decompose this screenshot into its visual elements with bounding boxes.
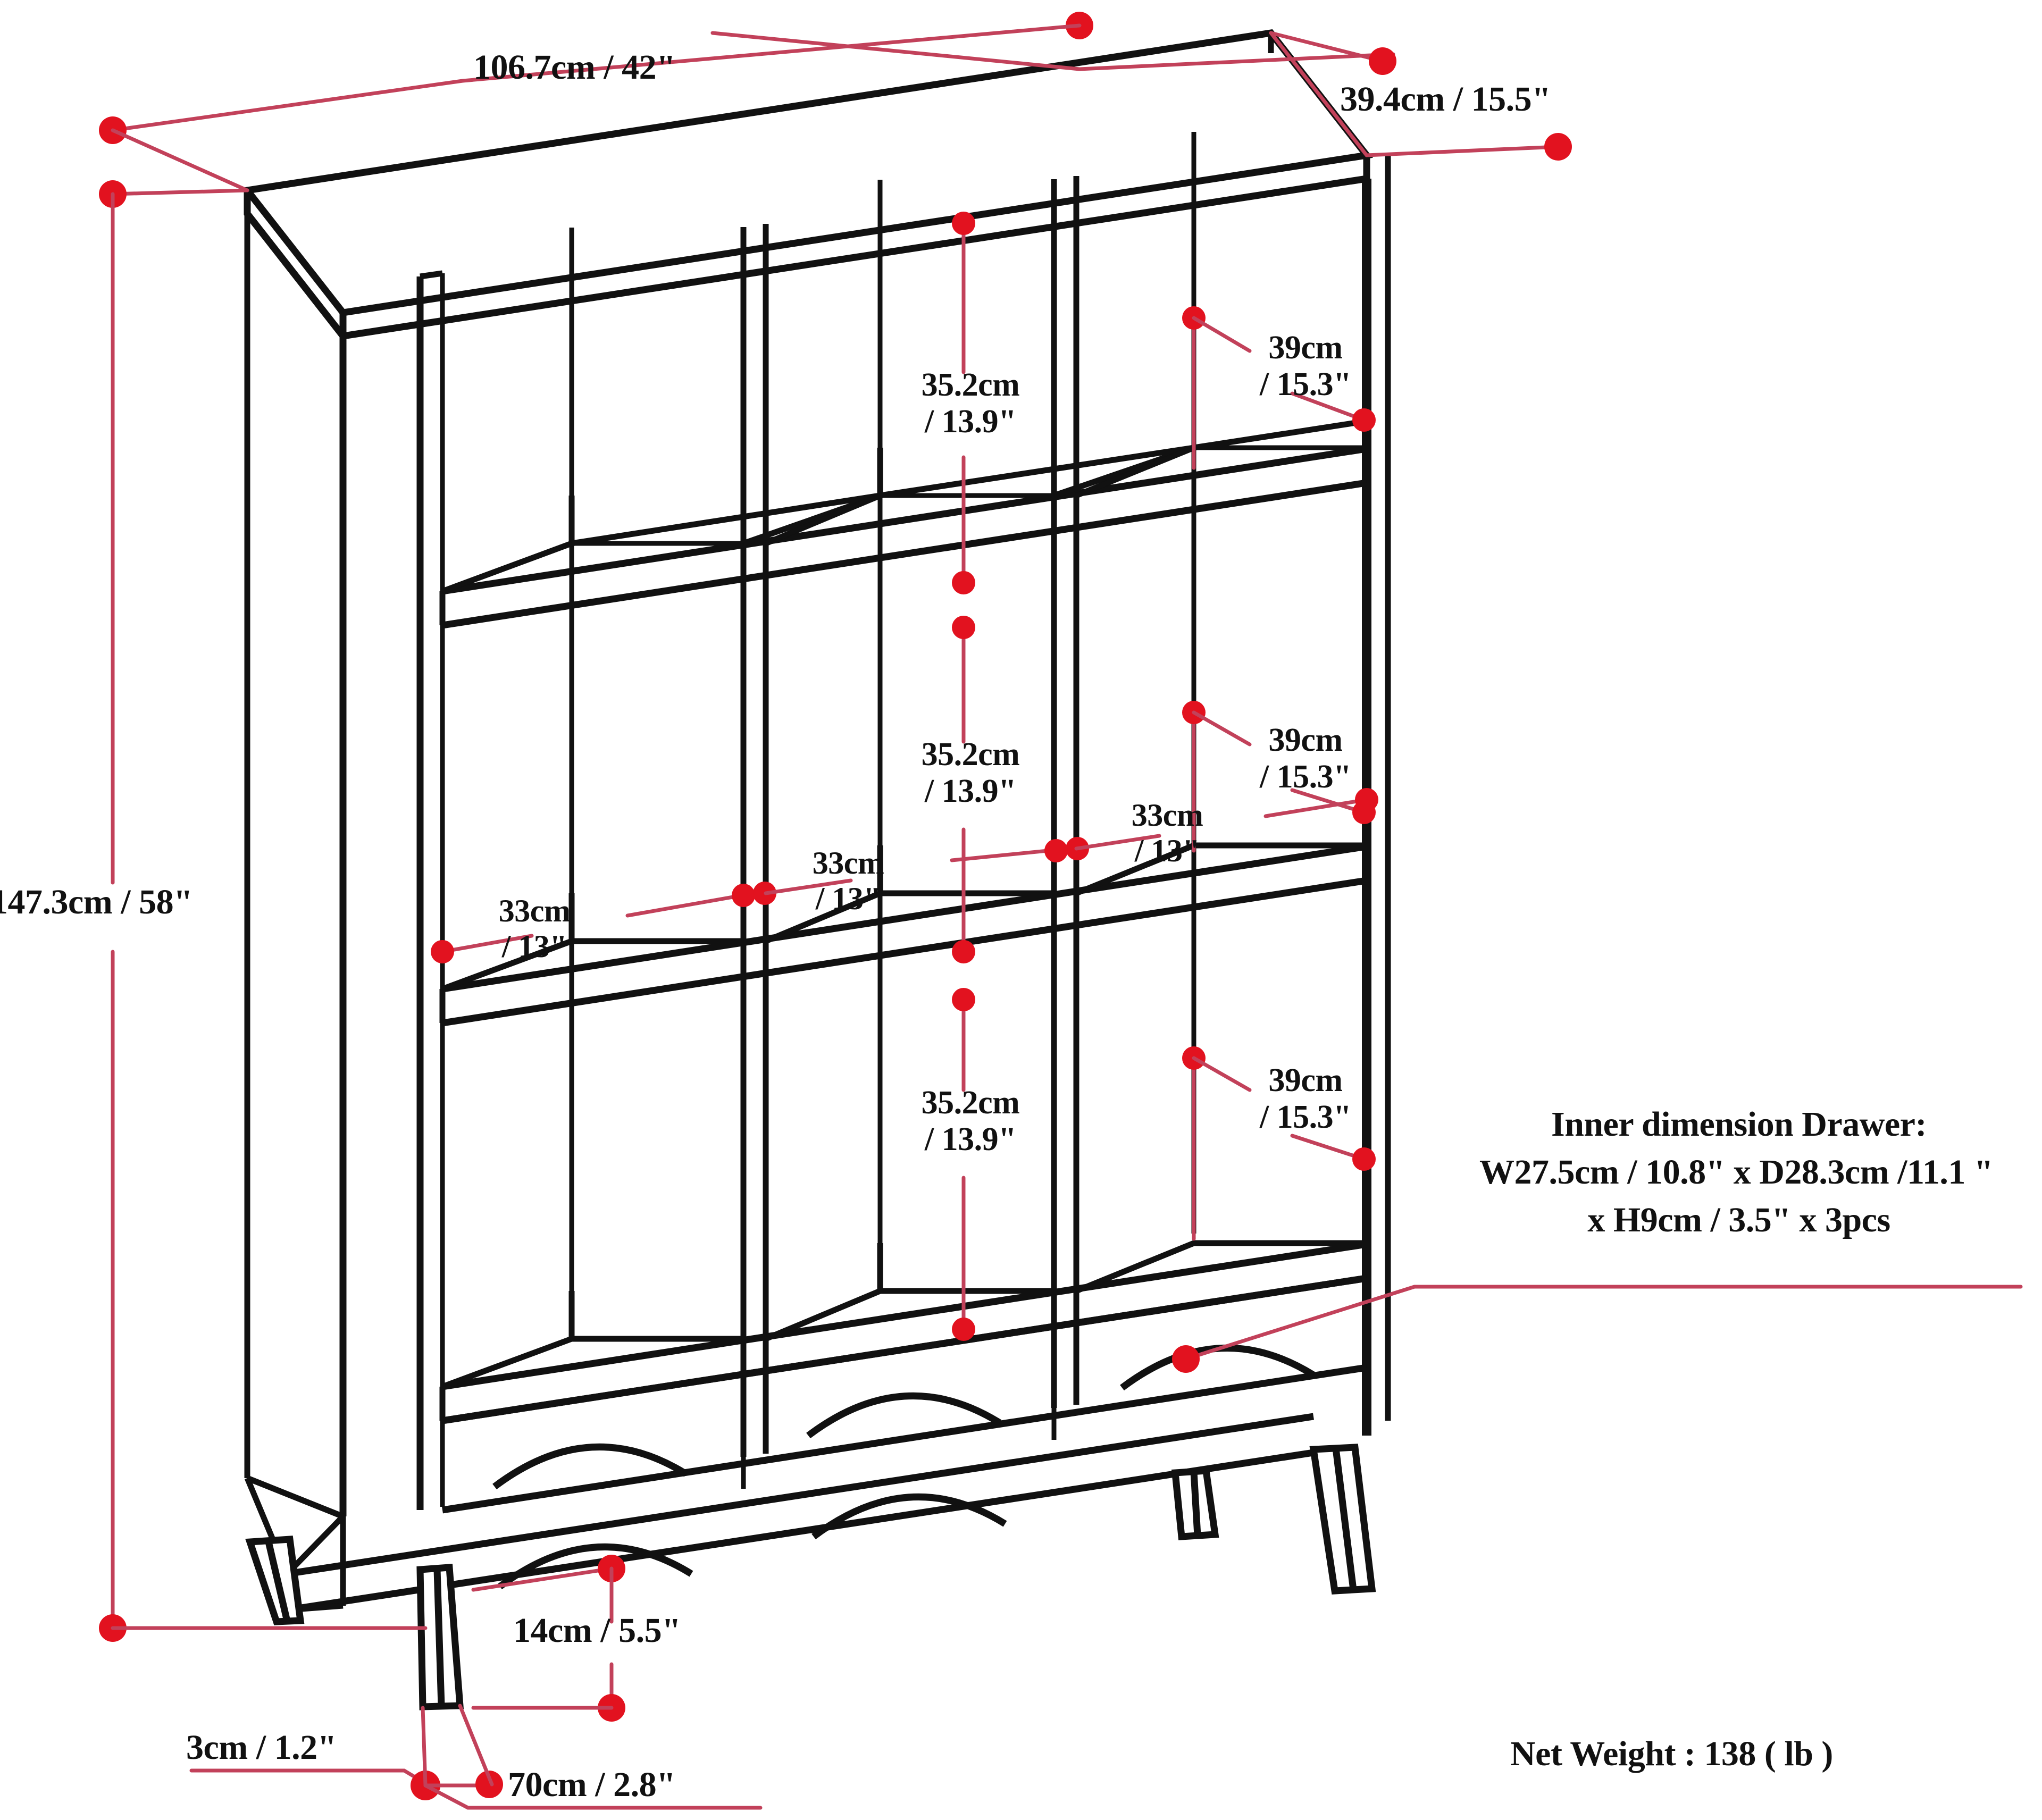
note-drawer-inner-dimension-line3: x H9cm / 3.5" x 3pcs bbox=[1587, 1201, 1890, 1239]
dim-label-leg-foot-width: 70cm / 2.8" bbox=[508, 1765, 676, 1804]
dimension-annotations-group bbox=[99, 12, 2023, 1810]
dim-cube-height-top bbox=[1182, 306, 1376, 470]
dim-label-overall-height: 147.3cm / 58" bbox=[0, 883, 193, 921]
dim-label-leg-height: 14cm / 5.5" bbox=[513, 1611, 681, 1650]
dim-leg-height bbox=[471, 1555, 625, 1722]
dim-leg-foot-width bbox=[421, 1704, 763, 1810]
dim-label-overall-width: 106.7cm / 42" bbox=[473, 48, 676, 87]
dim-label-cube-width-middle: 35.2cm / 13.9" bbox=[921, 736, 1020, 810]
dim-overall-depth bbox=[1269, 31, 1572, 161]
dim-label-shelf-depth-center: 33cm / 13" bbox=[812, 845, 884, 917]
shelf-2 bbox=[439, 842, 1367, 1027]
dim-label-cube-width-top: 35.2cm / 13.9" bbox=[921, 367, 1020, 440]
dim-cube-height-bottom bbox=[1182, 1046, 1376, 1241]
dim-plinth-thickness bbox=[189, 1768, 440, 1800]
vertical-divider-1 bbox=[740, 224, 769, 1457]
dim-overall-width bbox=[99, 12, 1395, 144]
note-drawer-inner-dimension-line2: W27.5cm / 10.8" x D28.3cm /11.1 " bbox=[1479, 1153, 1994, 1192]
drawer-handle-arc-lower-left bbox=[498, 1544, 693, 1590]
drawer-handle-arc-lower-center bbox=[811, 1494, 1007, 1540]
dim-width-left-leader bbox=[99, 128, 249, 208]
dim-label-plinth-thickness: 3cm / 1.2" bbox=[186, 1728, 337, 1767]
dim-label-cube-height-top: 39cm / 15.3" bbox=[1259, 330, 1352, 403]
dim-shelf-depth-left bbox=[431, 882, 776, 963]
front-left-stile bbox=[416, 270, 445, 1510]
dim-cube-width-bottom bbox=[952, 988, 975, 1341]
vertical-divider-2 bbox=[1051, 176, 1079, 1408]
note-drawer-inner-dimension-line1: Inner dimension Drawer: bbox=[1551, 1105, 1927, 1144]
dim-cube-width-middle bbox=[952, 616, 975, 963]
dim-overall-height bbox=[99, 192, 428, 1642]
note-net-weight: Net Weight : 138 ( lb ) bbox=[1510, 1734, 1833, 1773]
dim-label-cube-height-middle: 39cm / 15.3" bbox=[1259, 722, 1352, 795]
dim-label-cube-width-bottom: 35.2cm / 13.9" bbox=[921, 1085, 1020, 1158]
legs bbox=[245, 1444, 1376, 1710]
dim-label-shelf-depth-left: 33cm / 13" bbox=[498, 893, 571, 964]
dim-shelf-depth-right bbox=[1074, 788, 1378, 851]
dim-shelf-depth-center bbox=[764, 837, 1089, 895]
drawer-handle-arc-left bbox=[492, 1444, 688, 1490]
drawer-handle-arc-center bbox=[806, 1393, 1002, 1439]
top-panel bbox=[241, 29, 1373, 340]
shelf-1 bbox=[439, 418, 1367, 629]
dim-label-cube-height-bottom: 39cm / 15.3" bbox=[1259, 1062, 1352, 1136]
cabinet-outline-group bbox=[241, 29, 1391, 1710]
dim-cube-width-top bbox=[952, 212, 975, 594]
row1-cube-interiors bbox=[441, 445, 1367, 594]
dim-label-overall-depth: 39.4cm / 15.5" bbox=[1340, 80, 1551, 119]
dim-drawer-note-leader bbox=[1172, 1285, 2023, 1373]
left-side-panel bbox=[244, 214, 347, 1520]
dim-label-shelf-depth-right: 33cm / 13" bbox=[1131, 798, 1203, 869]
